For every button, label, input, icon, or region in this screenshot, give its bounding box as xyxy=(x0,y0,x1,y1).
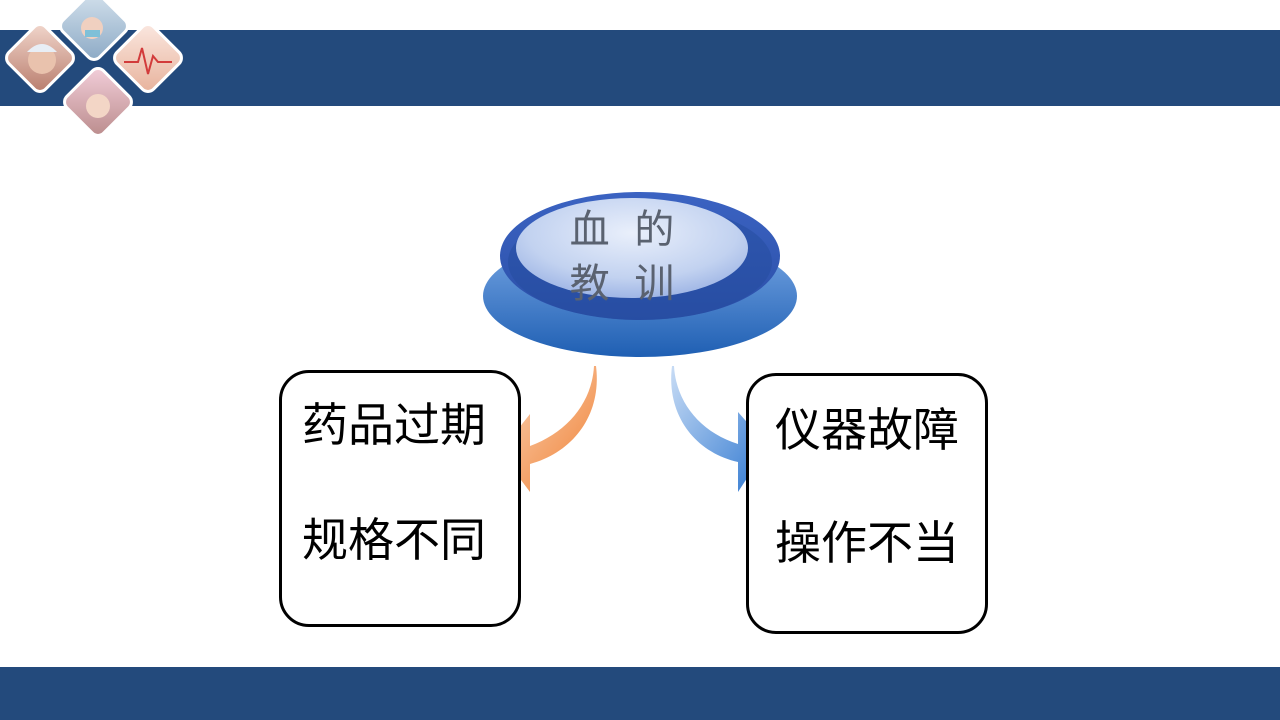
header-band xyxy=(0,30,1280,106)
footer-band xyxy=(0,667,1280,720)
center-title-line2: 教 训 xyxy=(569,261,681,307)
left-box-line1: 药品过期 xyxy=(302,398,486,452)
right-box-line1: 仪器故障 xyxy=(775,403,959,457)
photo-tile-heartbeat xyxy=(113,23,183,93)
left-cause-box: 药品过期 规格不同 xyxy=(279,370,521,627)
center-disc xyxy=(483,192,797,357)
center-title: 血 的 教 训 xyxy=(560,203,690,311)
photo-tile-baby xyxy=(63,67,133,137)
left-box-line2: 规格不同 xyxy=(302,513,486,567)
center-title-line1: 血 的 xyxy=(569,207,681,253)
right-box-line2: 操作不当 xyxy=(775,516,959,570)
left-arrow xyxy=(500,366,597,492)
photo-collage-logo xyxy=(5,0,183,137)
photo-tile-doctor xyxy=(5,23,75,93)
right-cause-box: 仪器故障 操作不当 xyxy=(746,373,988,634)
photo-tile-nurse xyxy=(59,0,129,61)
right-arrow xyxy=(671,366,768,492)
